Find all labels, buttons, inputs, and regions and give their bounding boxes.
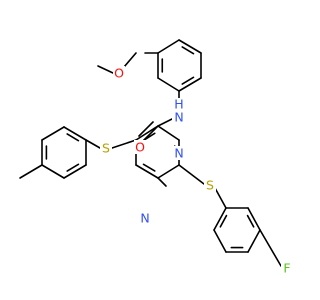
tolyl-methyl-bond (19, 164, 43, 179)
anisyl-ring-bond (178, 77, 202, 92)
fluorine-label: F (281, 261, 293, 276)
bond-layer (19, 39, 282, 267)
pyrimidine-nitrogen-3-text: N (140, 211, 149, 226)
thioether-sulfur-left-label: S (100, 141, 112, 156)
amide-cn-bond (157, 118, 173, 127)
pyrimidine-ring-bond (135, 164, 159, 179)
tolyl-ring-bond (63, 126, 87, 141)
thioether-bond (111, 139, 137, 149)
molecule-diagram: O O N H S N N (19, 39, 293, 276)
pyrimidine-nitrogen-1-label: N (172, 146, 186, 161)
methoxy-o-bond (123, 52, 137, 68)
amide-nitrogen-label: N H (172, 97, 186, 125)
methoxy-oxygen-label: O (113, 66, 125, 81)
pyrimidine-nitrogen-1-text: N (174, 146, 183, 161)
carbonyl-double-bond (138, 121, 154, 137)
thioether-sulfur-right-text: S (206, 178, 214, 193)
anisyl-ring-bond (178, 39, 202, 54)
tolyl-ring-bond (41, 164, 65, 179)
fluorophenyl-ring-bond (247, 207, 261, 231)
anisyl-ring-double-bond (181, 46, 195, 55)
pyrimidine-ring-double-bond (142, 163, 156, 172)
fluorine-text: F (283, 261, 290, 276)
pyrimidine-ring-double-bond (142, 132, 156, 142)
pyrimidine-ring-bond (135, 125, 159, 141)
thioether-bond (85, 139, 101, 149)
fluorophenyl-ring-double-bond (246, 214, 255, 228)
fluorophenyl-ring-double-bond (219, 214, 228, 228)
anisyl-ring-bond (157, 39, 180, 54)
c-f-bond (259, 229, 282, 267)
pyrimidine-ring-bond (157, 125, 180, 141)
thioether-sulfur-right-label: S (204, 178, 216, 193)
benzyl-ch2-bond (214, 187, 227, 209)
pyrimidine-ring-bond (157, 164, 180, 179)
thioether-bond (157, 177, 167, 187)
structure-drawing: O O N H S N N (19, 39, 293, 276)
tolyl-ring-bond (63, 164, 87, 179)
carbonyl-oxygen-text: O (135, 140, 145, 155)
pyrimidine-nitrogen-3-label: N (138, 211, 152, 226)
methoxy-methyl-bond (97, 65, 114, 74)
tolyl-ring-double-bond (66, 133, 80, 142)
amide-nitrogen-text: N (174, 110, 183, 125)
carbonyl-oxygen-label: O (134, 140, 146, 155)
thioether-sulfur-left-text: S (102, 141, 110, 156)
fluorophenyl-ring-bond (247, 229, 261, 253)
tolyl-ring-bond (41, 126, 65, 141)
amide-hydrogen-text: H (174, 97, 183, 112)
anisyl-ring-bond (157, 77, 180, 92)
atom-label-layer: O O N H S N N (100, 66, 293, 276)
thioether-bond (178, 164, 205, 185)
fluorophenyl-ring-bond (213, 229, 227, 253)
methoxy-oxygen-text: O (114, 66, 124, 81)
fluorophenyl-ring-bond (213, 207, 227, 231)
tolyl-ring-double-bond (66, 163, 80, 172)
anisyl-ring-double-bond (181, 76, 195, 85)
